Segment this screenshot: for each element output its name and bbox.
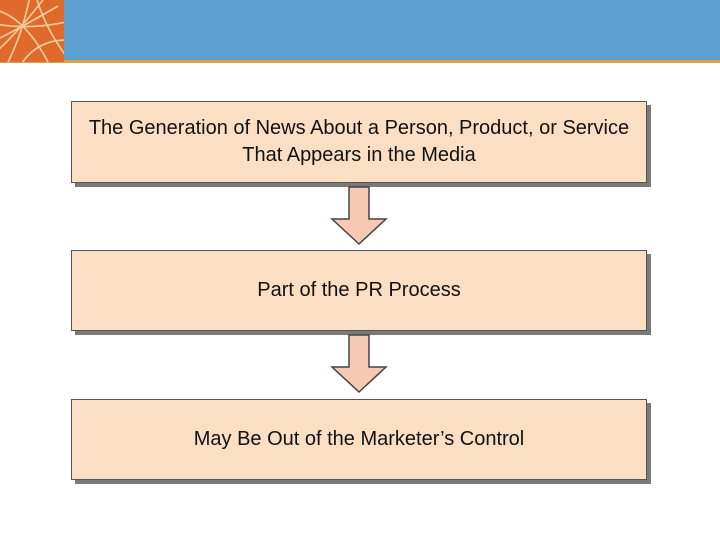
header-rule [0,60,720,63]
flow-step-1-text: The Generation of News About a Person, P… [88,117,630,166]
flow-step-1: The Generation of News About a Person, P… [71,101,647,183]
flow-step-3: May Be Out of the Marketer’s Control [71,399,647,480]
down-arrow-icon [330,334,388,394]
flow-step-2: Part of the PR Process [71,250,647,331]
publisher-logo-icon [0,0,64,62]
flow-step-2-text: Part of the PR Process [257,279,461,301]
header-bar [0,0,720,60]
flow-step-3-text: May Be Out of the Marketer’s Control [193,428,525,450]
down-arrow-icon [330,186,388,246]
